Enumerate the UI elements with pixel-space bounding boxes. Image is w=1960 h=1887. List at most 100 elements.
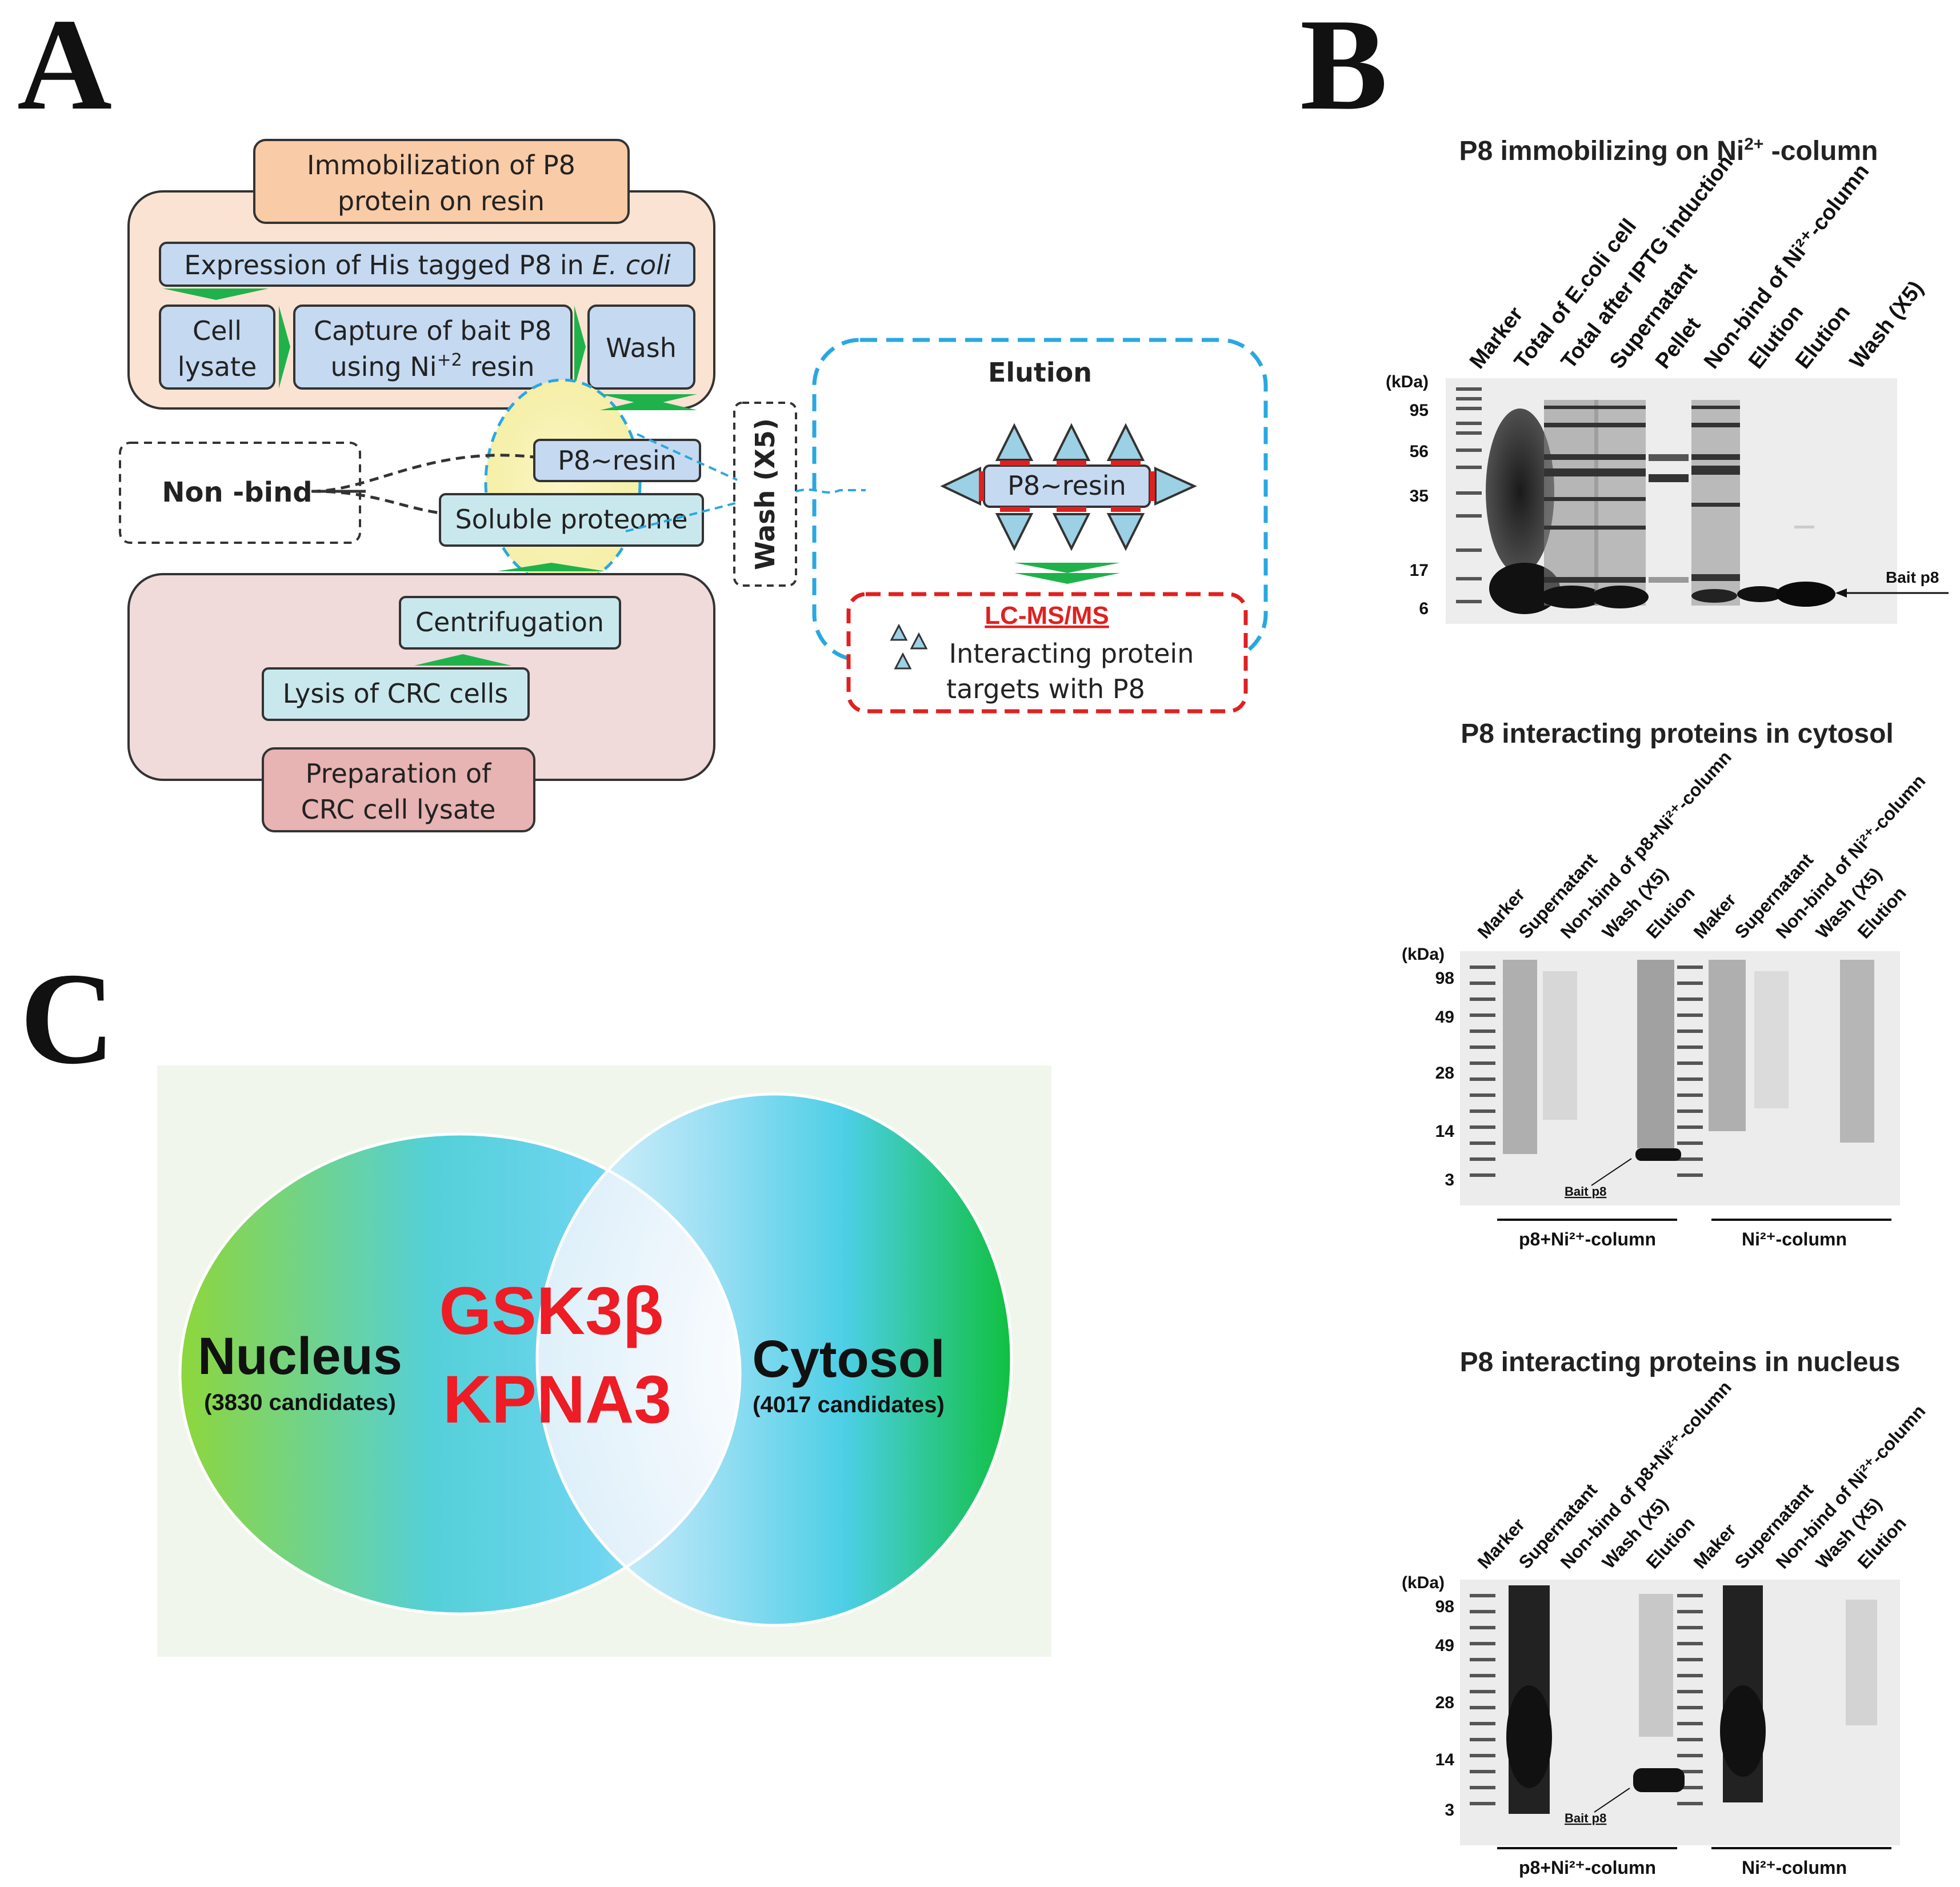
gel2-group-right: Ni²⁺-column (1742, 1229, 1847, 1249)
gel3-ladder-band (1470, 1754, 1495, 1757)
gel2-ladder-band (1677, 1077, 1703, 1081)
panel-b-letter: B (1300, 0, 1387, 137)
gel2-marker-label: 98 (1435, 969, 1454, 988)
panel-a-letter: A (17, 0, 112, 137)
gel2-ladder-band (1470, 1173, 1495, 1177)
venn-overlap-gene-1: GSK3β (439, 1273, 663, 1349)
gel2-bait-label: Bait p8 (1565, 1184, 1606, 1199)
centrifugation-box (399, 596, 621, 650)
gel2-ladder-band (1677, 1045, 1703, 1049)
gel2-kda-label: (kDa) (1402, 945, 1445, 964)
gel1-marker-label: 35 (1410, 487, 1429, 506)
venn-overlap (537, 1134, 740, 1614)
gel2-group-left: p8+Ni²⁺-column (1519, 1229, 1656, 1249)
gel3-ladder-band (1470, 1770, 1495, 1773)
gel3-group-right: Ni²⁺-column (1742, 1857, 1847, 1878)
interacting-line2: targets with P8 (946, 674, 1145, 704)
gel2-ladder-band (1677, 1013, 1703, 1017)
soluble-proteome-text: Soluble proteome (455, 504, 687, 535)
panel-a: A Immobilization of P8 protein on resin … (17, 0, 1268, 832)
capture-line1: Capture of bait P8 (314, 315, 551, 346)
preparation-header-line1: Preparation of (306, 758, 493, 789)
elution-resin-text: P8~resin (1007, 470, 1126, 501)
gel3-ladder-band (1677, 1770, 1703, 1773)
lcms-box (846, 592, 1248, 714)
cell-lysate-box (159, 305, 275, 390)
panel-c-letter: C (20, 945, 115, 1091)
gel3-ladder-band (1677, 1658, 1703, 1661)
arrow-right-capture (574, 306, 586, 388)
wash-x5-box (733, 402, 797, 587)
arrow-up-lysis (414, 654, 511, 666)
gel-cytosol: P8 interacting proteins in cytosol Marke… (1402, 719, 1929, 1249)
gel3-ladder-band (1677, 1722, 1703, 1725)
gel3-ladder-band (1470, 1706, 1495, 1709)
gel2-marker-label: 3 (1445, 1171, 1454, 1189)
gel3-kda-label: (kDa) (1402, 1573, 1445, 1592)
arrow-up-centrifuge-a (497, 563, 606, 571)
gel3-ladder-band (1677, 1690, 1703, 1693)
wash-box (587, 305, 695, 390)
gel3-ladder-band (1470, 1658, 1495, 1661)
gel1-marker-label: 56 (1410, 442, 1429, 461)
gel2-ladder-band (1470, 1093, 1495, 1097)
gel2-ladder-band (1677, 1109, 1703, 1113)
gel3-ladder-band (1677, 1642, 1703, 1645)
gel3-ladder-band (1470, 1786, 1495, 1789)
gel3-ladder-band (1677, 1594, 1703, 1597)
p8-resin-text: P8~resin (558, 445, 677, 476)
lcms-title: LC-MS/MS (985, 602, 1109, 630)
free-target-triangles (890, 623, 928, 670)
venn-left-outline (178, 1132, 742, 1616)
capture-line2: using Ni+2 resin (330, 350, 534, 382)
gel3-ladder-band (1677, 1706, 1703, 1709)
centrifugation-text: Centrifugation (415, 607, 604, 638)
gel3-ladder-band (1677, 1626, 1703, 1629)
gel2-marker-label: 14 (1435, 1122, 1455, 1141)
gel3-ladder-band (1677, 1738, 1703, 1741)
venn-overlap-gene-2: KPNA3 (443, 1362, 671, 1437)
gel2-ladder-band (1677, 997, 1703, 1001)
gel1-marker-label: 6 (1419, 599, 1429, 618)
gel3-marker-label: 28 (1435, 1693, 1454, 1712)
arrow-down-expression (163, 289, 269, 300)
gel2-ladder-band (1677, 965, 1703, 969)
cell-lysate-line1: Cell (193, 315, 242, 346)
gel3-ladder-band (1470, 1610, 1495, 1613)
gel2-ladder-band (1470, 981, 1495, 985)
gel2-ladder-band (1470, 1061, 1495, 1065)
gel2-bands (1470, 960, 1874, 1177)
gel2-ladder-band (1677, 1157, 1703, 1161)
arrow-right-lysate (279, 306, 290, 388)
gel2-bait-pointer (1591, 1158, 1632, 1186)
wash-text: Wash (606, 332, 677, 363)
bound-target-triangles (940, 423, 1197, 551)
gel3-bands (1470, 1585, 1877, 1814)
venn-left-count: (3830 candidates) (204, 1390, 396, 1415)
gel3-ladder-band (1470, 1722, 1495, 1725)
arrow-down-lcms-a (1014, 563, 1120, 573)
gel1-bands (1456, 387, 1835, 614)
gel3-ladder-band (1470, 1674, 1495, 1677)
gel3-bait-pointer (1594, 1788, 1630, 1813)
gel3-ladder-band (1677, 1674, 1703, 1677)
gel2-ladder-band (1677, 1029, 1703, 1033)
gel1-bait-label: Bait p8 (1886, 568, 1939, 586)
gel3-bait-label: Bait p8 (1565, 1811, 1606, 1825)
gel3-ladder-band (1470, 1594, 1495, 1597)
wash-connector (625, 433, 866, 532)
elution-title: Elution (988, 357, 1092, 388)
capture-box (293, 305, 573, 390)
elution-region (812, 338, 1268, 662)
gel-immobilizing: P8 immobilizing on Ni2+ -column MarkerTo… (1386, 135, 1949, 624)
gel3-marker-label: 14 (1435, 1750, 1455, 1769)
cell-lysate-line2: lysate (178, 351, 257, 382)
gel2-marker-label: 49 (1435, 1008, 1454, 1027)
gel1-lane-label: Wash (X5) (1845, 277, 1928, 373)
gel2-ladder-band (1677, 1093, 1703, 1097)
expression-step-box (159, 242, 695, 287)
arrow-down-wash (600, 399, 697, 410)
